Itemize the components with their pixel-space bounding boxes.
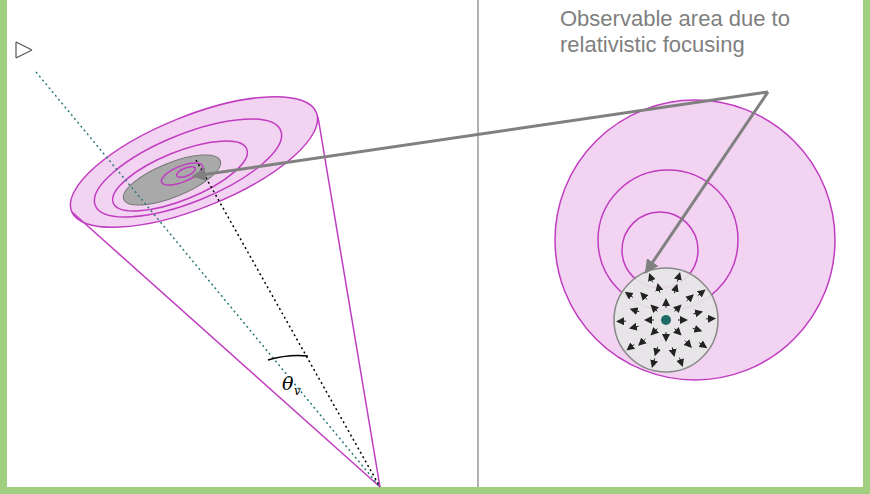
outflow-arrow xyxy=(699,343,706,348)
outflow-arrow xyxy=(650,275,653,283)
outflow-arrow xyxy=(646,320,654,321)
jet-cone xyxy=(54,70,380,487)
outflow-arrow xyxy=(677,274,679,282)
angle-label: θ xyxy=(282,372,293,394)
outflow-arrow xyxy=(672,347,674,355)
line-of-sight xyxy=(36,72,380,487)
outflow-arrow xyxy=(631,326,639,328)
outflow-arrow xyxy=(693,328,701,330)
outflow-arrow xyxy=(652,306,658,312)
outflow-arrow xyxy=(674,328,680,334)
callout-leader xyxy=(194,92,768,272)
angle-subscript: v xyxy=(294,384,301,398)
outflow-arrow xyxy=(706,318,714,319)
outflow-arrow xyxy=(652,328,658,334)
outflow-arrow xyxy=(628,344,634,349)
outflow-arrow xyxy=(642,294,647,300)
outflow-arrow xyxy=(685,341,690,347)
outflow-arrow xyxy=(655,347,657,355)
divider xyxy=(477,0,479,487)
observer-symbol xyxy=(16,42,32,58)
outflow-arrow xyxy=(674,286,676,294)
angle-arc xyxy=(268,356,308,361)
jet-face-view xyxy=(555,100,835,380)
callout-label: Observable area due to relativistic focu… xyxy=(560,6,860,58)
outflow-arrow xyxy=(666,300,667,308)
outflow-arrow xyxy=(678,320,686,321)
outflow-arrow xyxy=(640,339,646,344)
outflow-arrow xyxy=(698,291,704,296)
outflow-arrow xyxy=(618,321,626,322)
outflow-arrow xyxy=(666,332,667,340)
outflow-arrow xyxy=(674,306,680,312)
jet-axis xyxy=(196,160,380,487)
outflow-arrow xyxy=(679,358,682,366)
outflow-arrow xyxy=(687,296,693,301)
outflow-arrow xyxy=(693,312,701,314)
outflow-arrow xyxy=(626,293,633,298)
outflow-arrow xyxy=(632,309,640,311)
outflow-arrow xyxy=(658,285,660,293)
outflow-arrow xyxy=(652,358,654,366)
